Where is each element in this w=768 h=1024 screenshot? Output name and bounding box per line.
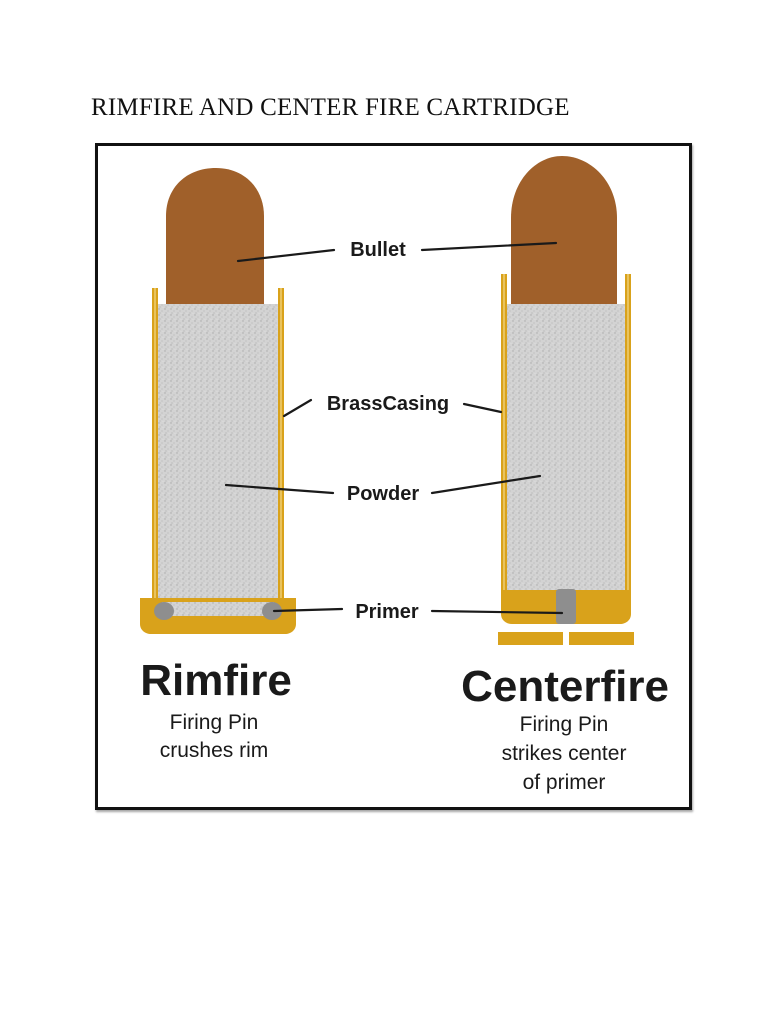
casing-leader-right [462, 402, 503, 414]
rimfire-caption-line-1: Firing Pin [170, 711, 259, 734]
centerfire-primer [556, 589, 576, 624]
rimfire-cartridge [140, 168, 296, 634]
cartridge-diagram-svg: Bullet BrassCasing Powder Primer Rimfire… [140, 156, 669, 794]
cartridge-diagram: Bullet BrassCasing Powder Primer Rimfire… [95, 143, 692, 810]
bullet-leader-left [236, 248, 336, 263]
rimfire-bullet [166, 168, 264, 314]
powder-label: Powder [347, 483, 419, 505]
rimfire-caption-line-2: crushes rim [160, 739, 269, 762]
centerfire-caption-line-2: strikes center [502, 742, 627, 765]
powder-leader-right [430, 474, 542, 495]
bullet-leader-right [420, 241, 558, 252]
powder-leader-left [224, 483, 335, 495]
centerfire-bullet [511, 156, 617, 314]
centerfire-caption-line-3: of primer [523, 771, 606, 794]
bullet-label: Bullet [350, 239, 406, 261]
centerfire-powder [507, 304, 625, 594]
rimfire-primer-right [262, 602, 282, 620]
primer-leader-right [430, 609, 564, 615]
primer-label: Primer [355, 601, 419, 623]
centerfire-cartridge [498, 156, 634, 645]
rimfire-name: Rimfire [140, 656, 292, 705]
brass-casing-label: BrassCasing [327, 393, 449, 415]
rimfire-powder [158, 304, 278, 619]
centerfire-caption-line-1: Firing Pin [520, 713, 609, 736]
casing-leader-left [282, 398, 313, 418]
primer-leader-left [272, 607, 344, 613]
document-title: RIMFIRE AND CENTER FIRE CARTRIDGE [91, 94, 570, 121]
leader-lines [224, 241, 564, 615]
centerfire-name: Centerfire [461, 662, 669, 711]
rimfire-primer-left [154, 602, 174, 620]
